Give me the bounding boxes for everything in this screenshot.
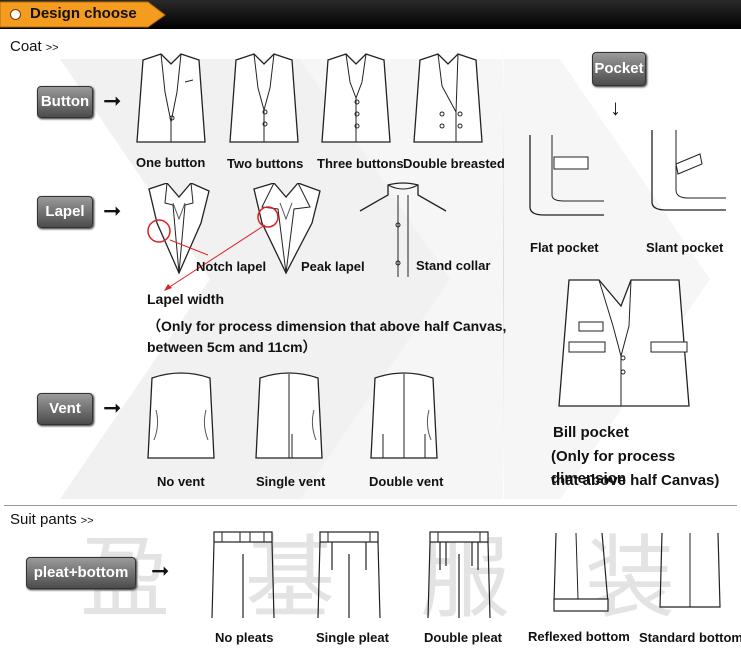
watermark-char: 装 [585,526,675,631]
notch-lapel-illustration [143,183,215,279]
bill-pocket-note-line2: that above half Canvas) [551,472,720,489]
button-tag: Button [37,86,93,118]
section-divider [4,505,737,506]
double-breasted-caption: Double breasted [403,156,505,171]
lapel-tag: Lapel [37,196,93,228]
no-pleats-pants-illustration [210,530,276,620]
page-title: Design choose [30,5,137,22]
slant-pocket-caption: Slant pocket [646,240,724,255]
flat-pocket-illustration [524,135,604,231]
double-vent-jacket-back-illustration [369,370,439,462]
lapel-width-pointer-lines [164,224,266,291]
peak-lapel-caption: Peak lapel [301,259,365,274]
notch-lapel-caption: Notch lapel [196,259,267,274]
arrow-right-icon: ➞ [151,558,170,583]
no-vent-caption: No vent [157,474,205,489]
flat-pocket-caption: Flat pocket [530,240,599,255]
double-vent-caption: Double vent [369,474,444,489]
double-breasted-jacket-illustration [412,52,484,148]
reflexed-bottom-caption: Reflexed bottom [528,629,630,644]
peak-lapel-illustration [248,183,328,279]
single-pleat-pants-illustration [316,530,382,620]
lapel-width-note-line2: between 5cm and 11cm） [147,339,317,355]
lapel-width-title: Lapel width [147,291,224,307]
coat-section-label: Coat>> [10,38,59,55]
vent-tag: Vent [37,393,93,425]
slant-pocket-illustration [646,130,726,226]
arrow-right-icon: ➞ [103,395,122,420]
standard-bottom-illustration [656,533,726,615]
double-pleat-pants-illustration [426,530,492,620]
watermark-char: 服 [420,526,510,631]
chevron-right-icon: >> [80,515,94,527]
pocket-tag: Pocket [592,52,646,86]
pleat-bottom-tag: pleat+bottom [26,557,136,589]
no-pleats-caption: No pleats [215,630,274,645]
pants-section-label: Suit pants>> [10,511,94,528]
column-divider [503,40,504,500]
arrow-down-icon: ↓ [610,95,621,120]
two-buttons-caption: Two buttons [227,156,304,171]
single-vent-jacket-back-illustration [254,370,324,462]
bill-pocket-jacket-illustration [555,276,695,410]
arrow-right-icon: ➞ [103,198,122,223]
lapel-width-note-line1: （Only for process dimension that above h… [147,318,507,334]
stand-collar-illustration [358,181,448,277]
arrow-right-icon: ➞ [103,88,122,113]
single-pleat-caption: Single pleat [316,630,389,645]
three-buttons-caption: Three buttons [317,156,404,171]
no-vent-jacket-back-illustration [146,370,216,462]
bill-pocket-note-line1: (Only for process dimension [551,448,676,487]
stand-collar-caption: Stand collar [416,258,491,273]
bill-pocket-title: Bill pocket [553,424,629,441]
reflexed-bottom-illustration [550,533,620,615]
standard-bottom-caption: Standard bottom [639,630,741,645]
three-buttons-jacket-illustration [320,52,392,148]
single-vent-caption: Single vent [256,474,326,489]
one-button-jacket-illustration [135,52,207,148]
bullet-icon [10,9,21,20]
two-buttons-jacket-illustration [228,52,300,148]
double-pleat-caption: Double pleat [424,630,503,645]
chevron-right-icon: >> [45,42,59,54]
header-title-tab: Design choose [0,0,166,29]
one-button-caption: One button [136,155,206,170]
